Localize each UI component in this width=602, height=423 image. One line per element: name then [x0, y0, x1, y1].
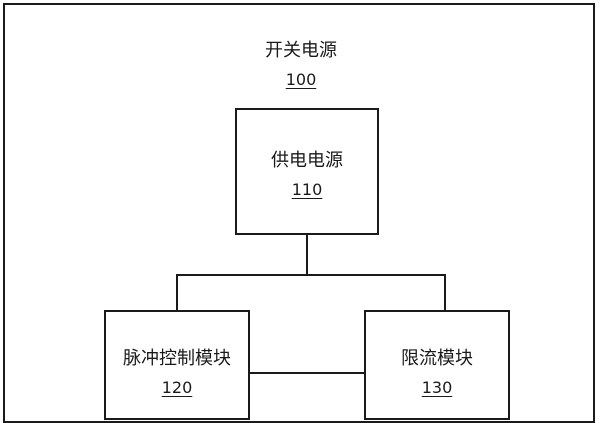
- power-supply-ref: 110: [291, 180, 323, 199]
- connector-to-pulse-control: [176, 274, 178, 311]
- connector-supply-down: [306, 235, 308, 275]
- current-limit-module-ref: 130: [421, 378, 453, 397]
- power-supply-box: [235, 108, 379, 235]
- connector-to-current-limit: [444, 274, 446, 311]
- diagram-canvas: 开关电源 100 供电电源 110 脉冲控制模块 120 限流模块 130: [3, 3, 595, 423]
- connector-horizontal-bus: [176, 274, 446, 276]
- switching-power-supply-title: 开关电源: [265, 40, 337, 61]
- current-limit-module-title: 限流模块: [401, 348, 473, 369]
- pulse-control-module-title: 脉冲控制模块: [123, 348, 231, 369]
- power-supply-title: 供电电源: [271, 150, 343, 171]
- pulse-control-module-ref: 120: [161, 378, 193, 397]
- switching-power-supply-ref: 100: [285, 70, 317, 89]
- connector-pulse-to-limit: [250, 372, 365, 374]
